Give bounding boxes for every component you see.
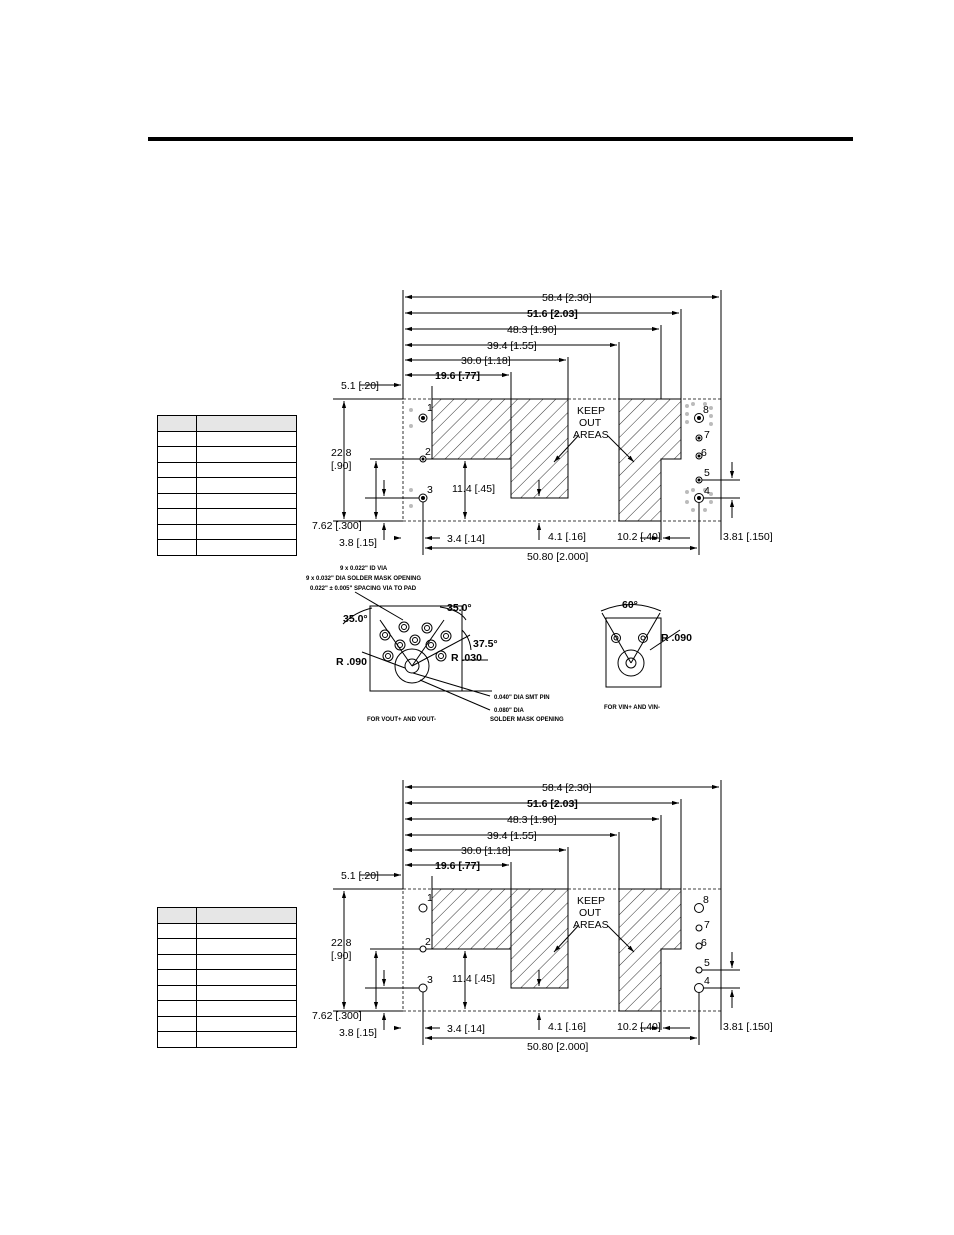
pin-label: 5	[704, 467, 710, 479]
keep-out-label: AREAS	[573, 429, 609, 441]
caption-vin: FOR VIN+ AND VIN-	[604, 705, 660, 711]
dim-51: 51.6 [2.03]	[527, 798, 578, 810]
dim-22b: [.90]	[331, 950, 352, 962]
dim-5: 5.1 [.20]	[341, 870, 379, 882]
pin-table-row	[157, 1015, 297, 1032]
pin-label: 6	[701, 447, 707, 459]
footprint-bottom-labels: 58.4 [2.30] 51.6 [2.03] 48.3 [1.90] 39.4…	[312, 782, 773, 1053]
dim-22a: 22.8	[331, 447, 352, 459]
pin-label: 2	[425, 936, 431, 948]
dim-19: 19.6 [.77]	[435, 370, 480, 382]
dim-39: 39.4 [1.55]	[487, 830, 537, 842]
pin-function-cell	[196, 415, 297, 432]
keep-out-label: OUT	[579, 907, 602, 919]
note-mask-opening: SOLDER MASK OPENING	[490, 717, 564, 723]
radius-030: R .030	[451, 652, 482, 664]
angle-37: 37.5°	[473, 638, 498, 650]
pin-label: 8	[703, 404, 709, 416]
dim-50: 50.80 [2.000]	[527, 1041, 588, 1053]
pin-table-row	[157, 539, 297, 556]
pin-label: 4	[704, 975, 710, 987]
dim-19: 19.6 [.77]	[435, 860, 480, 872]
pin-table-row	[157, 477, 297, 494]
angle-35-left: 35.0°	[343, 613, 368, 625]
note-spacing: 0.022" ± 0.005" SPACING VIA TO PAD	[310, 586, 417, 592]
pin-function-cell	[196, 1031, 297, 1048]
dim-3-8: 3.8 [.15]	[339, 1027, 377, 1039]
pin-table-row	[157, 461, 297, 478]
dim-22b: [.90]	[331, 460, 352, 472]
pin-label: 1	[427, 402, 433, 414]
dim-30: 30.0 [1.18]	[461, 845, 511, 857]
pin-label: 8	[703, 894, 709, 906]
pin-table-bottom	[157, 907, 297, 1048]
dim-58: 58.4 [2.30]	[542, 782, 592, 794]
footprint-top-labels: 58.4 [2.30] 51.6 [2.03] 48.3 [1.90] 39.4…	[312, 292, 773, 563]
pin-function-cell	[196, 539, 297, 556]
keep-out-label: KEEP	[577, 405, 605, 417]
radius-090: R .090	[336, 656, 367, 668]
dim-11: 11.4 [.45]	[452, 973, 495, 985]
keep-out-label: AREAS	[573, 919, 609, 931]
pin-label: 7	[704, 429, 710, 441]
dim-3-81: 3.81 [.150]	[723, 1021, 773, 1033]
dim-7: 7.62 [.300]	[312, 1010, 362, 1022]
pin-number-cell	[157, 415, 197, 432]
pin-table-top	[157, 415, 297, 556]
note-mask: 9 x 0.032" DIA SOLDER MASK OPENING	[306, 576, 421, 582]
dim-22a: 22.8	[331, 937, 352, 949]
keep-out-label: KEEP	[577, 895, 605, 907]
dim-51: 51.6 [2.03]	[527, 308, 578, 320]
pin-table-header-row	[157, 415, 297, 432]
header-rule	[148, 137, 853, 141]
dim-10: 10.2 [.40]	[617, 1021, 661, 1033]
dim-30: 30.0 [1.18]	[461, 355, 511, 367]
dim-39: 39.4 [1.55]	[487, 340, 537, 352]
dim-3-8: 3.8 [.15]	[339, 537, 377, 549]
pin-label: 7	[704, 919, 710, 931]
note-smt-pin: 0.040" DIA SMT PIN	[494, 695, 550, 701]
note-via: 9 x 0.022" ID VIA	[340, 566, 388, 572]
dim-5: 5.1 [.20]	[341, 380, 379, 392]
angle-35-right: 35.0°	[447, 602, 472, 614]
top-pad-details	[409, 402, 713, 512]
pin-label: 3	[427, 974, 433, 986]
dim-10: 10.2 [.40]	[617, 531, 661, 543]
pin-table-row	[157, 922, 297, 939]
keep-out-label: OUT	[579, 417, 602, 429]
pin-label: 1	[427, 892, 433, 904]
pin-label: 5	[704, 957, 710, 969]
pad-detail-vout: 9 x 0.022" ID VIA 9 x 0.032" DIA SOLDER …	[306, 566, 564, 723]
pin-label: 2	[425, 446, 431, 458]
dim-3-4: 3.4 [.14]	[447, 533, 485, 545]
dim-3-81: 3.81 [.150]	[723, 531, 773, 543]
dim-4-1: 4.1 [.16]	[548, 531, 586, 543]
dim-11: 11.4 [.45]	[452, 483, 495, 495]
pin-label: 6	[701, 937, 707, 949]
pin-label: 3	[427, 484, 433, 496]
note-mask-dia: 0.080" DIA	[494, 708, 525, 714]
dim-3-4: 3.4 [.14]	[447, 1023, 485, 1035]
pin-label: 4	[704, 485, 710, 497]
dim-7: 7.62 [.300]	[312, 520, 362, 532]
dim-58: 58.4 [2.30]	[542, 292, 592, 304]
dim-48: 48.3 [1.90]	[507, 324, 557, 336]
caption-vout: FOR VOUT+ AND VOUT-	[367, 717, 436, 723]
pin-table-row	[157, 1031, 297, 1048]
dim-4-1: 4.1 [.16]	[548, 1021, 586, 1033]
dim-48: 48.3 [1.90]	[507, 814, 557, 826]
radius-vin: R .090	[661, 632, 692, 644]
angle-60: 60°	[622, 599, 638, 611]
dim-50: 50.80 [2.000]	[527, 551, 588, 563]
pad-detail-vin: 60° R .090 FOR VIN+ AND VIN-	[600, 599, 692, 711]
